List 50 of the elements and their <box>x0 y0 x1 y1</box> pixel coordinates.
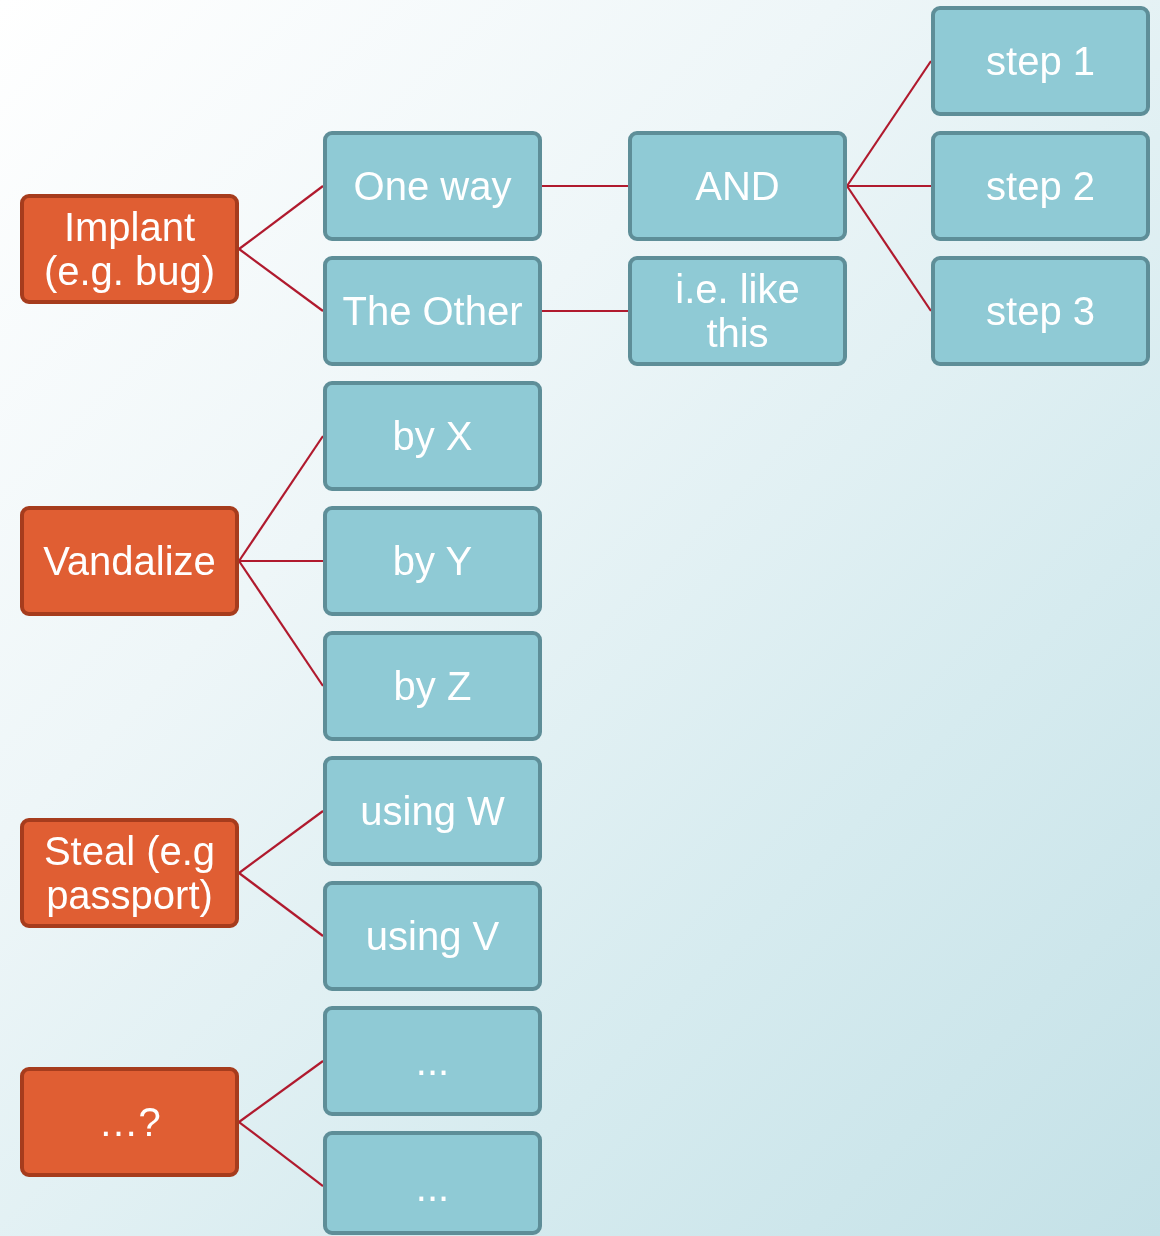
connector-line <box>847 184 931 188</box>
connector-line <box>239 559 323 563</box>
connector-line <box>846 60 932 187</box>
node-label: ... <box>415 1165 450 1209</box>
node-label: by X <box>392 414 473 458</box>
node-label: One way <box>353 164 512 208</box>
method-box <box>323 1131 542 1235</box>
connector-line <box>238 1060 324 1123</box>
method-box <box>323 381 542 491</box>
method-box <box>323 131 542 241</box>
attack-box <box>20 194 239 304</box>
node-label: step 2 <box>986 164 1095 208</box>
connector-line <box>238 560 324 687</box>
node-label: i.e. like this <box>674 267 801 355</box>
connector-line <box>542 309 628 313</box>
connector-line <box>238 185 324 250</box>
method-box <box>323 756 542 866</box>
method-box <box>931 131 1150 241</box>
node-label: using V <box>365 914 500 958</box>
method-box <box>323 631 542 741</box>
node-label: ... <box>415 1039 450 1083</box>
node-label: Vandalize <box>43 539 216 583</box>
attack-box <box>20 818 239 928</box>
node-label: using W <box>360 789 505 833</box>
method-box <box>323 1006 542 1116</box>
node-label: The Other <box>342 289 523 333</box>
connector-line <box>238 435 324 562</box>
method-box <box>323 881 542 991</box>
connector-line <box>238 248 324 312</box>
node-label: by Y <box>392 539 473 583</box>
node-label: Implant (e.g. bug) <box>42 205 217 293</box>
connector-line <box>238 872 324 937</box>
method-box <box>931 256 1150 366</box>
node-label: by Z <box>393 664 472 708</box>
attack-box <box>20 506 239 616</box>
connector-line <box>238 1121 324 1187</box>
connector-line <box>542 184 628 188</box>
attack-box <box>20 1067 239 1177</box>
method-box <box>931 6 1150 116</box>
node-label: AND <box>695 164 780 208</box>
method-box <box>323 506 542 616</box>
connector-line <box>846 185 932 312</box>
node-label: step 1 <box>986 39 1095 83</box>
method-box <box>628 131 847 241</box>
node-label: step 3 <box>986 289 1095 333</box>
connector-line <box>238 810 324 874</box>
node-label: …? <box>98 1100 161 1144</box>
node-label: Steal (e.g passport) <box>42 829 217 917</box>
method-box <box>628 256 847 366</box>
method-box <box>323 256 542 366</box>
